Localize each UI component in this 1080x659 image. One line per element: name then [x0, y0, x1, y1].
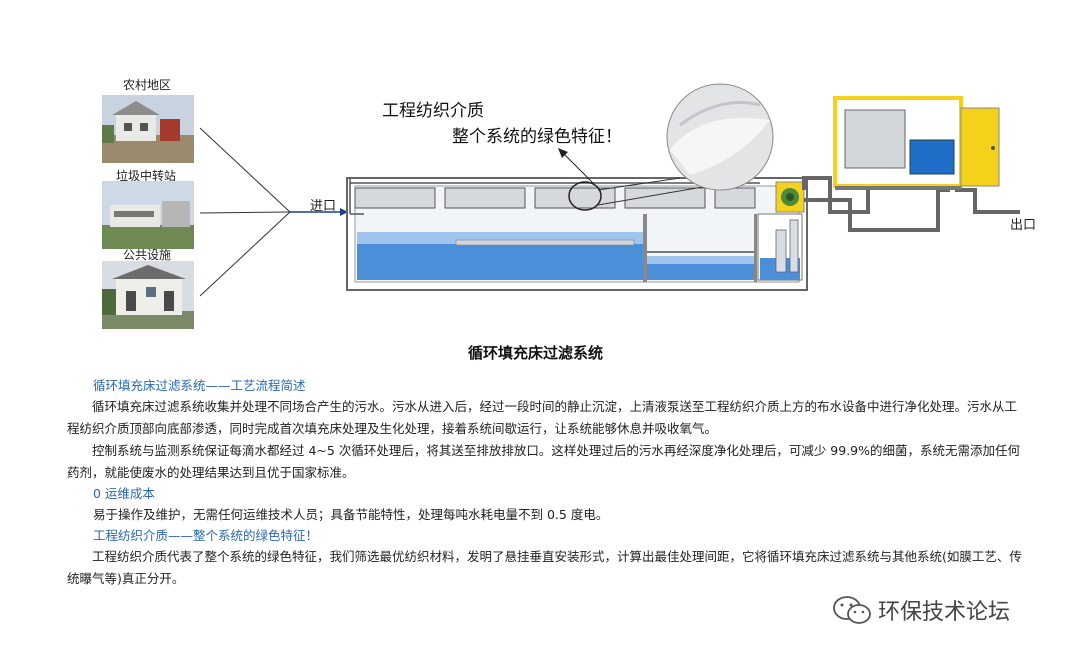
process-paragraph-1: 循环填充床过滤系统收集并处理不同场合产生的污水。污水从进入后，经过一段时间的静止…: [67, 399, 1018, 436]
source-label-public-facility: 公共设施: [123, 248, 172, 262]
rural-area-photo: [102, 95, 194, 163]
filtration-system-diagram: [199, 83, 1020, 297]
transfer-station-photo: [102, 181, 194, 249]
source-label-rural: 农村地区: [123, 78, 172, 92]
process-paragraph-2: 控制系统与监测系统保证每滴水都经过 4~5 次循环处理后，将其送至排放排放口。这…: [67, 443, 1021, 480]
maintenance-paragraph: 易于操作及维护，无需任何运维技术人员；具备节能特性，处理每吨水耗电量不到 0.5…: [93, 507, 609, 522]
media-magnifier: [568, 83, 774, 211]
outlet-label: 出口: [1010, 218, 1037, 233]
public-facility-photo: [102, 261, 194, 329]
textile-media-modules: [349, 178, 760, 215]
section-heading-textile: 工程纺织介质——整个系统的绿色特征！: [93, 528, 319, 543]
section-heading-maintenance: 0 运维成本: [93, 486, 155, 501]
source-flow-lines: [199, 127, 291, 297]
description-block: 循环填充床过滤系统——工艺流程简述 循环填充床过滤系统收集并处理不同场合产生的污…: [67, 376, 1028, 590]
watermark-text: 环保技术论坛: [878, 600, 1011, 625]
textile-paragraph: 工程纺织介质代表了整个系统的绿色特征，我们筛选最优纺织材料，发明了悬挂垂直安装形…: [67, 549, 1022, 586]
inlet-arrow: [290, 208, 348, 216]
annotation-arrow: [558, 148, 599, 189]
annotation-subtitle: 整个系统的绿色特征！: [452, 127, 622, 147]
source-label-transfer-station: 垃圾中转站: [116, 169, 177, 183]
section-heading-process: 循环填充床过滤系统——工艺流程简述: [93, 378, 306, 393]
control-cabinet: [833, 96, 1000, 190]
pump-box: [775, 181, 805, 213]
wechat-icon: [833, 596, 871, 624]
inlet-label: 进口: [310, 199, 337, 214]
watermark: 环保技术论坛: [832, 594, 1010, 626]
diagram-caption: 循环填充床过滤系统: [468, 344, 604, 362]
annotation-title: 工程纺织介质: [382, 101, 484, 121]
